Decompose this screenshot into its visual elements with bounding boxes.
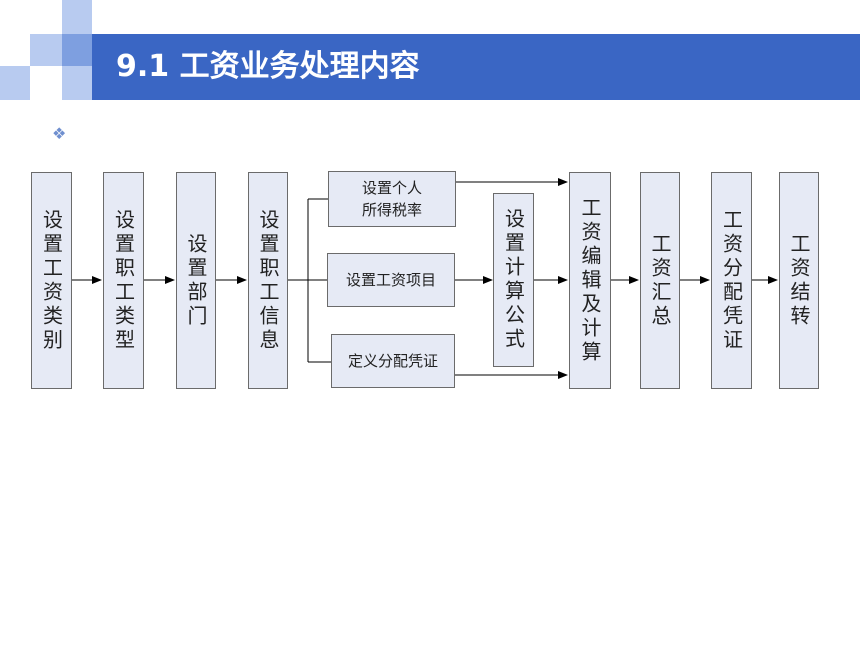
node-salary-allocation-voucher: 工资分配凭证 <box>711 172 752 389</box>
deco-square-2 <box>30 34 62 66</box>
node-set-salary-items: 设置工资项目 <box>327 253 455 307</box>
node-label: 设置计算公式 <box>501 208 526 352</box>
node-set-employee-type: 设置职工类型 <box>103 172 144 389</box>
node-label: 工资汇总 <box>648 232 672 329</box>
deco-square-4 <box>0 66 30 100</box>
bullet-icon: ❖ <box>52 124 67 143</box>
node-set-salary-category: 设置工资类别 <box>31 172 72 389</box>
node-set-income-tax-rate: 设置个人 所得税率 <box>328 171 456 227</box>
node-salary-edit-calc: 工资编辑及计算 <box>569 172 611 389</box>
node-label: 设置工资项目 <box>345 271 436 289</box>
node-set-employee-info: 设置职工信息 <box>248 172 288 389</box>
node-set-formula: 设置计算公式 <box>493 193 534 367</box>
node-set-department: 设置部门 <box>176 172 216 389</box>
title-bar <box>92 34 860 100</box>
deco-square-1 <box>62 0 92 34</box>
node-label: 定义分配凭证 <box>347 352 438 370</box>
node-label: 工资结转 <box>787 232 811 329</box>
node-label: 工资编辑及计算 <box>578 196 602 365</box>
deco-square-5 <box>62 66 92 100</box>
node-label: 工资分配凭证 <box>719 208 744 353</box>
node-label: 设置职工信息 <box>256 208 280 353</box>
node-label: 设置职工类型 <box>111 208 136 353</box>
node-label: 设置工资类别 <box>39 208 64 353</box>
page-title: 9.1 工资业务处理内容 <box>116 49 420 84</box>
node-label: 设置部门 <box>184 232 208 329</box>
node-salary-summary: 工资汇总 <box>640 172 680 389</box>
node-label: 设置个人 所得税率 <box>361 179 422 219</box>
node-define-allocation-voucher: 定义分配凭证 <box>331 334 455 388</box>
node-salary-carryover: 工资结转 <box>779 172 819 389</box>
deco-square-3 <box>62 34 92 66</box>
